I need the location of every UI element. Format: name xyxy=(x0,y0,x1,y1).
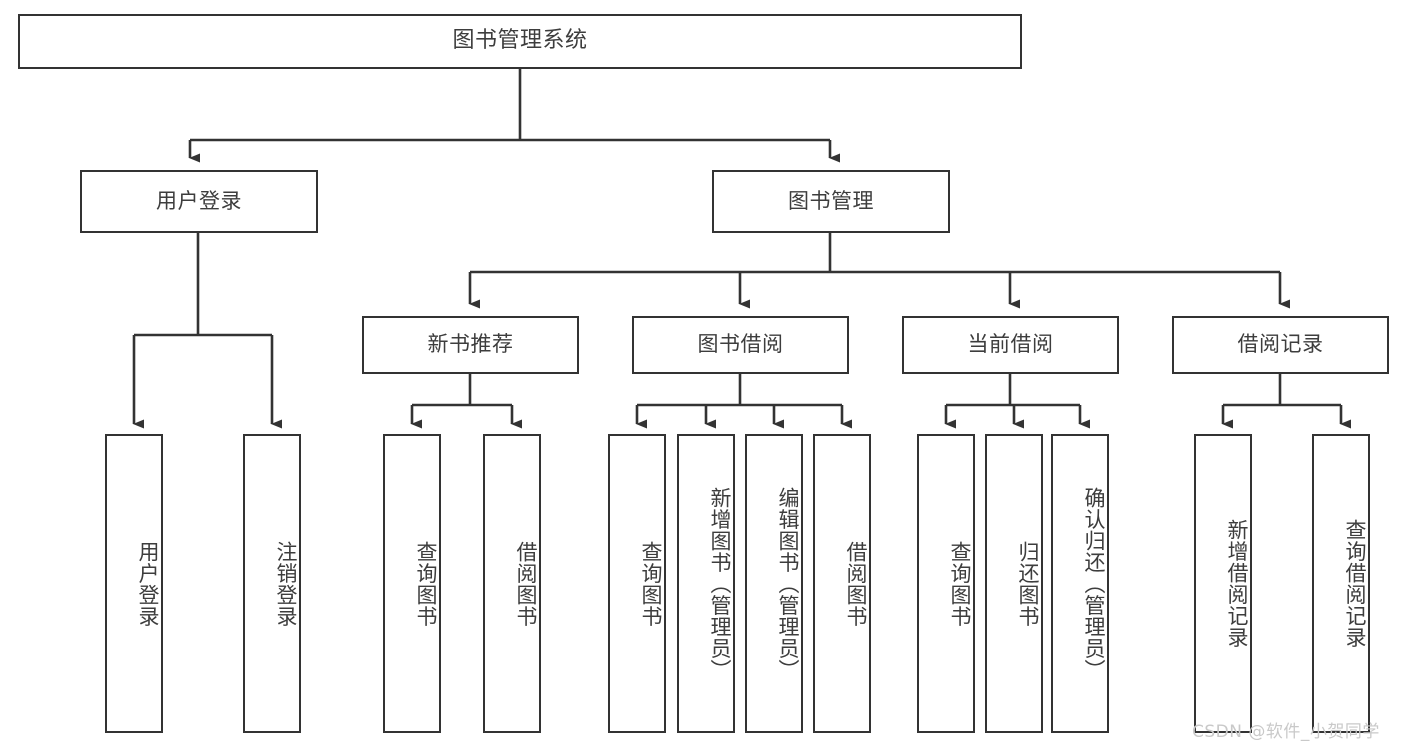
leaf-user-login[interactable]: 用户登录 xyxy=(105,434,163,733)
node-user-login[interactable]: 用户登录 xyxy=(80,170,318,233)
leaf-add-borrow-record[interactable]: 新增借阅记录 xyxy=(1194,434,1252,733)
leaf-logout-login[interactable]: 注销登录 xyxy=(243,434,301,733)
leaf-query-book-borrow[interactable]: 查询图书 xyxy=(608,434,666,733)
node-root-system[interactable]: 图书管理系统 xyxy=(18,14,1022,69)
leaf-borrow-book[interactable]: 借阅图书 xyxy=(813,434,871,733)
node-book-borrow[interactable]: 图书借阅 xyxy=(632,316,849,374)
leaf-query-borrow-record[interactable]: 查询借阅记录 xyxy=(1312,434,1370,733)
csdn-watermark: CSDN @软件_小贺同学 xyxy=(1192,722,1380,742)
node-new-book-recommend[interactable]: 新书推荐 xyxy=(362,316,579,374)
leaf-query-book-current[interactable]: 查询图书 xyxy=(917,434,975,733)
node-borrow-record[interactable]: 借阅记录 xyxy=(1172,316,1389,374)
leaf-query-book-recommend[interactable]: 查询图书 xyxy=(383,434,441,733)
node-current-borrow[interactable]: 当前借阅 xyxy=(902,316,1119,374)
node-book-management[interactable]: 图书管理 xyxy=(712,170,950,233)
leaf-confirm-return-admin[interactable]: 确认归还（管理员） xyxy=(1051,434,1109,733)
leaf-add-book-admin[interactable]: 新增图书（管理员） xyxy=(677,434,735,733)
leaf-return-book[interactable]: 归还图书 xyxy=(985,434,1043,733)
leaf-edit-book-admin[interactable]: 编辑图书（管理员） xyxy=(745,434,803,733)
leaf-borrow-book-recommend[interactable]: 借阅图书 xyxy=(483,434,541,733)
